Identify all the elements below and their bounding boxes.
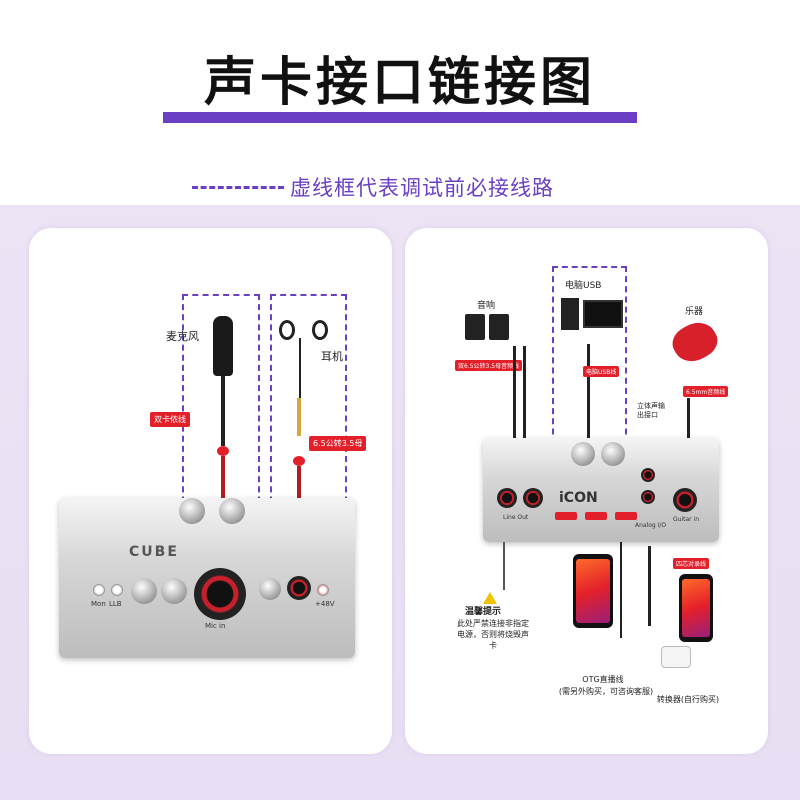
llb-button — [111, 584, 123, 596]
warning-pointer — [503, 542, 505, 590]
four-wire-tag: 四芯对录线 — [673, 558, 710, 569]
earbud-left-icon — [279, 320, 295, 340]
phones-knob-icon — [259, 578, 281, 600]
speaker-label: 音响 — [477, 301, 496, 311]
knob-icon — [179, 498, 205, 524]
legend: 虚线框代表调试前必接线路 — [192, 172, 554, 202]
analog-io-jack-icon — [641, 490, 655, 504]
line-out-jack-icon — [523, 488, 543, 508]
otg-label: OTG直播线 — [582, 675, 624, 684]
guitar-cable-tag: 6.5mm音频线 — [683, 386, 729, 397]
knob-icon — [601, 442, 625, 466]
converter-label: 转换器(自行购买) — [656, 695, 720, 704]
monitor-icon — [583, 300, 623, 328]
otg-cable — [620, 542, 622, 638]
guitar-in-label: Guitar in — [673, 516, 699, 523]
gain-knob-icon — [161, 578, 187, 604]
right-connection-card: 音响 电脑USB 乐器 双6.5公转3.5母音频线 电脑USB线 6.5mm音频… — [405, 228, 768, 754]
left-connection-card: 麦克风 耳机 双卡侬线 6.5公转3.5母 CUBE Mon LLB Mic i… — [29, 228, 392, 754]
knob-icon — [571, 442, 595, 466]
guitar-in-jack-icon — [673, 488, 697, 512]
device-brand: iCON — [559, 490, 598, 506]
llb-label: LLB — [109, 600, 122, 608]
mic-cable-tag: 双卡侬线 — [150, 412, 190, 427]
stereo-out-label: 立体声输出接口 — [637, 402, 665, 419]
mic-in-label: Mic in — [205, 622, 226, 630]
dashed-line-icon — [192, 185, 284, 189]
earbud-right-icon — [312, 320, 328, 340]
page-title: 声卡接口链接图 — [203, 53, 596, 113]
line-out-jack-icon — [497, 488, 517, 508]
usb-port-icon — [555, 512, 577, 520]
mic-label: 麦克风 — [166, 330, 199, 343]
ear-adapter-marker — [293, 456, 305, 466]
speaker-cable — [523, 346, 526, 446]
speaker-cable — [513, 346, 516, 446]
warning-icon — [483, 592, 497, 604]
device-brand: CUBE — [129, 544, 179, 560]
mic-cable — [221, 376, 225, 446]
guitar-cable — [687, 398, 690, 456]
combo-jack-icon — [194, 568, 246, 620]
pc-tower-icon — [561, 298, 579, 330]
knob-icon — [219, 498, 245, 524]
phantom-label: +48V — [315, 600, 335, 608]
title-underline — [163, 112, 637, 123]
line-out-label: Line Out — [503, 514, 529, 521]
mic-cable-marker — [217, 446, 229, 456]
usb-cable-tag: 电脑USB线 — [583, 366, 620, 377]
pc-label: 电脑USB — [565, 281, 602, 291]
usb-port-icon — [585, 512, 607, 520]
phantom-button — [317, 584, 329, 596]
instrument-label: 乐器 — [685, 307, 704, 317]
headphone-jack-icon — [287, 576, 311, 600]
guitar-icon — [666, 315, 724, 369]
stereo-out-jack-icon — [641, 468, 655, 482]
earphone-cable — [299, 338, 301, 398]
sound-card-device: CUBE Mon LLB Mic in +48V — [59, 498, 355, 658]
gain-knob-icon — [131, 578, 157, 604]
four-wire-cable — [648, 546, 651, 626]
ear-plug-icon — [297, 398, 301, 436]
speaker-icon — [489, 314, 509, 340]
otg-note: (需另外购买，可咨询客服) — [558, 687, 654, 696]
phone-icon — [679, 574, 713, 642]
usb-port-icon — [615, 512, 637, 520]
warning-text: 此处严禁连接非指定电源，否则将烧毁声卡 — [457, 619, 529, 650]
mon-button — [93, 584, 105, 596]
speaker-cable-tag: 双6.5公转3.5母音频线 — [455, 360, 523, 371]
sound-card-device: Line Out iCON Analog I/O Guitar in — [483, 438, 719, 542]
legend-text: 虚线框代表调试前必接线路 — [290, 176, 554, 200]
ear-adapter-tag: 6.5公转3.5母 — [309, 436, 367, 451]
microphone-icon — [213, 316, 233, 376]
earphone-label: 耳机 — [321, 350, 343, 363]
phone-icon — [573, 554, 613, 628]
analog-io-label: Analog I/O — [635, 522, 667, 529]
mon-label: Mon — [91, 600, 106, 608]
speaker-icon — [465, 314, 485, 340]
usb-cable — [587, 344, 590, 456]
warning-title: 温馨提示 — [465, 607, 502, 617]
converter-icon — [661, 646, 691, 668]
